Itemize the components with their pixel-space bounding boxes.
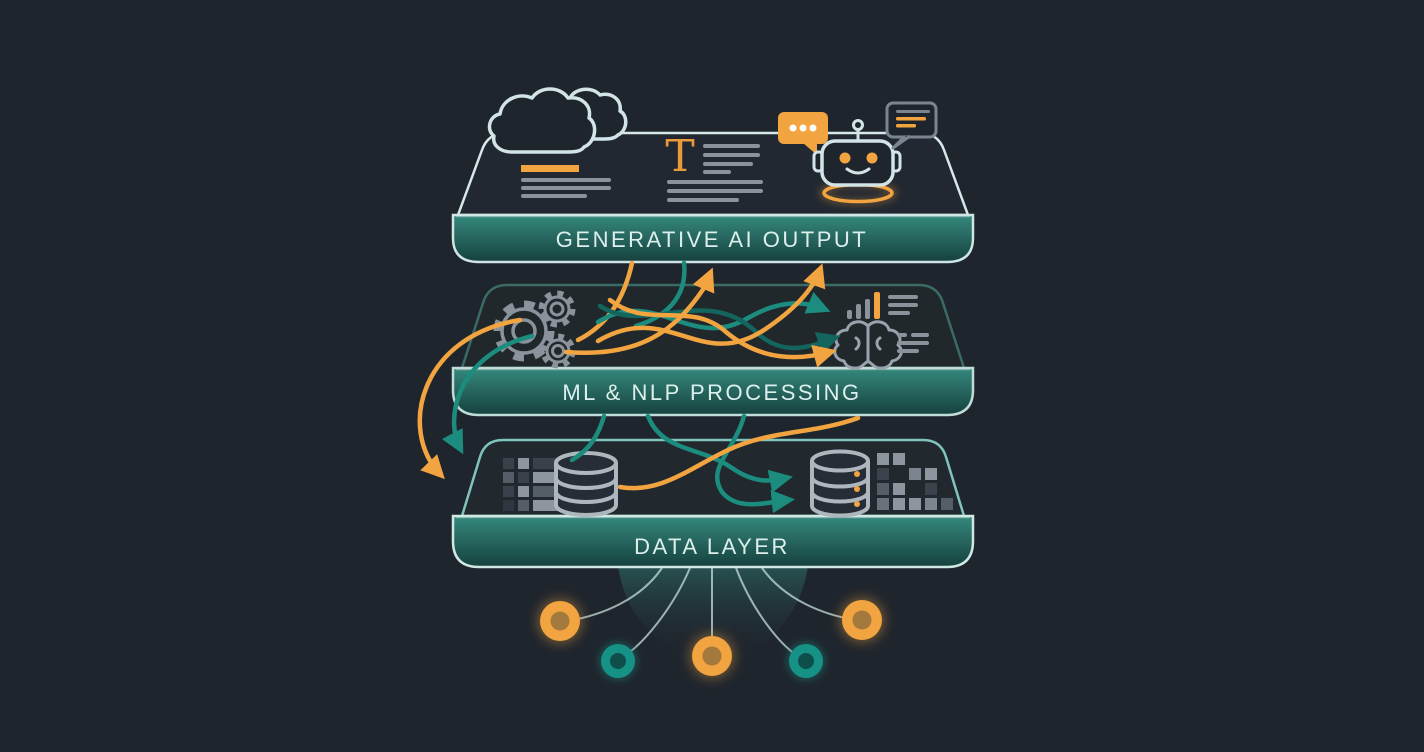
bypass-arc-orange xyxy=(417,317,523,480)
document-text-icon: T xyxy=(665,131,763,202)
brain-text-lines-icon xyxy=(897,333,929,353)
flow-arrow-teal-dark-right xyxy=(597,303,841,355)
flow-arrows-top xyxy=(563,260,841,368)
robot-eye-left xyxy=(839,152,851,164)
bypass-arc-teal xyxy=(441,333,535,455)
endpoint-node-orange xyxy=(538,599,582,643)
database-with-dots-icon xyxy=(810,449,870,518)
flow-line-orange xyxy=(617,415,861,491)
flow-line-teal xyxy=(633,260,687,329)
generative-layer-label: GENERATIVE AI OUTPUT xyxy=(556,227,868,252)
endpoint-nodes xyxy=(538,598,884,680)
generative-layer-band xyxy=(451,213,975,264)
flow-arrows-bottom xyxy=(569,413,861,514)
bypass-arcs xyxy=(417,317,535,480)
chat-bubble-icon xyxy=(778,112,828,155)
flow-arrow-teal-right xyxy=(645,413,793,493)
flow-line-teal xyxy=(569,413,607,463)
database-icon xyxy=(554,451,618,517)
robot-mouth xyxy=(845,167,871,175)
ml-layer-label: ML & NLP PROCESSING xyxy=(562,380,861,405)
cloud-icon xyxy=(487,87,628,154)
bar-chart-icon xyxy=(847,292,918,319)
robot-eye-right xyxy=(866,152,878,164)
gear-small-top xyxy=(538,290,576,328)
endpoint-node-orange xyxy=(840,598,884,642)
document-initial-glyph: T xyxy=(665,131,694,182)
robot-icon xyxy=(812,119,902,204)
robot-head xyxy=(820,139,895,187)
data-layer-band xyxy=(451,514,975,569)
cloud-front xyxy=(487,87,597,154)
endpoint-node-teal xyxy=(599,642,637,680)
endpoint-node-orange xyxy=(690,634,734,678)
speech-bubble-icon xyxy=(885,101,938,150)
endpoint-node-teal xyxy=(787,642,825,680)
pixel-grid-icon xyxy=(877,453,953,510)
flow-arrow-orange-up xyxy=(563,267,715,356)
table-grid-icon xyxy=(503,458,559,511)
ml-layer-band xyxy=(451,366,975,417)
robot-antenna xyxy=(852,119,864,131)
flow-arrow-orange-right xyxy=(607,297,837,368)
cloud-text-lines-icon xyxy=(521,165,611,198)
data-layer-label: DATA LAYER xyxy=(634,534,790,559)
flow-arrow-teal-right xyxy=(714,413,795,514)
